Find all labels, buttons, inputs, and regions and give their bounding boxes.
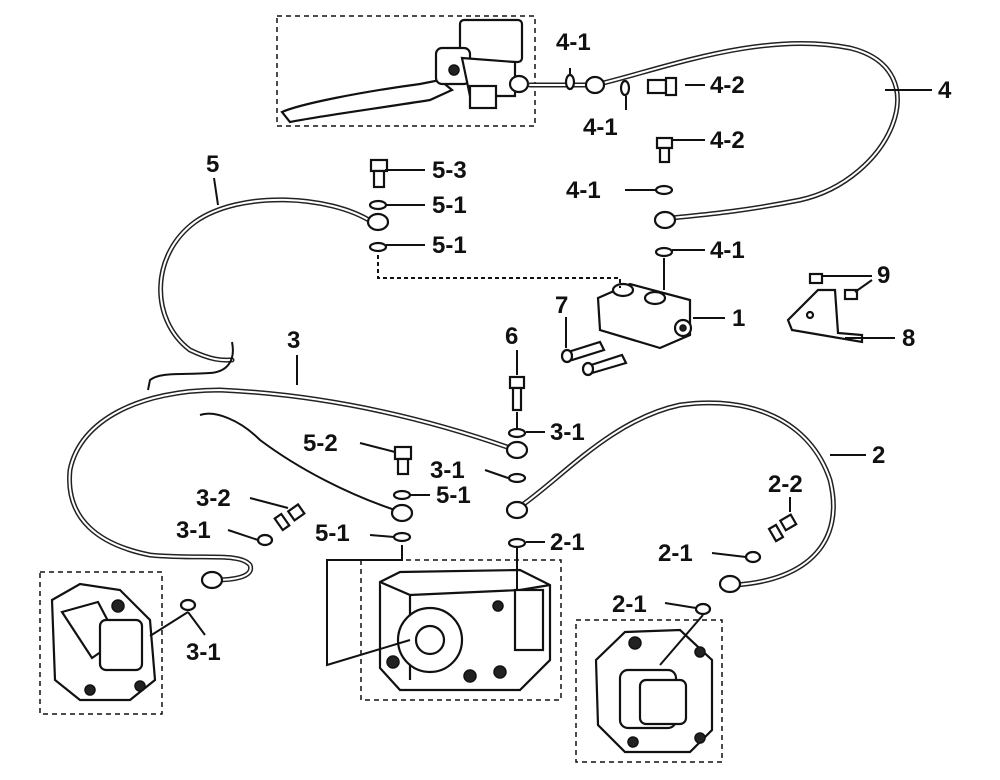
three-way-joint	[560, 282, 693, 377]
rear-brake-caliper	[50, 582, 157, 702]
brake-hose-4	[527, 40, 900, 221]
assembly-line	[149, 611, 189, 637]
label-4-1: 4-1	[566, 177, 601, 204]
label-4-1: 4-1	[710, 237, 745, 264]
label-4-1: 4-1	[583, 114, 618, 141]
washer	[507, 537, 527, 549]
assembly-line	[326, 545, 411, 667]
label-9: 9	[877, 262, 890, 289]
label-4-2: 4-2	[710, 72, 745, 99]
banjo-bolt	[646, 76, 678, 97]
assembly-line	[377, 255, 621, 288]
label-3-1: 3-1	[550, 419, 585, 446]
washer	[392, 531, 412, 543]
label-4-1: 4-1	[556, 29, 591, 56]
washer	[256, 533, 274, 547]
banjo-fitting	[584, 75, 606, 95]
banjo-bolt	[273, 502, 306, 532]
label-2-2: 2-2	[768, 471, 803, 498]
label-8: 8	[902, 325, 915, 352]
banjo-fitting	[390, 503, 414, 523]
label-5-1: 5-1	[315, 520, 350, 547]
brake-hose-5	[147, 197, 375, 391]
label-3: 3	[287, 327, 300, 354]
banjo-fitting	[505, 500, 529, 520]
label-5-2: 5-2	[303, 430, 338, 457]
label-2-1: 2-1	[550, 529, 585, 556]
washer	[564, 73, 576, 91]
banjo-fitting	[653, 210, 677, 230]
washer	[507, 427, 527, 439]
washer	[392, 489, 412, 501]
washer	[694, 602, 712, 616]
master-cylinder-box	[276, 15, 536, 127]
front-brake-caliper	[594, 628, 714, 754]
leader-lines	[187, 68, 932, 636]
washer	[507, 472, 527, 484]
abs-modulator-unit	[378, 568, 552, 692]
label-3-1: 3-1	[176, 517, 211, 544]
banjo-bolt	[655, 136, 674, 164]
label-4: 4	[938, 77, 952, 104]
assembly-line	[659, 614, 704, 666]
label-5-1: 5-1	[432, 232, 467, 259]
washer	[619, 79, 631, 97]
label-3-1: 3-1	[186, 639, 221, 666]
washer	[179, 598, 197, 612]
front-caliper-box	[575, 619, 723, 763]
label-3-1: 3-1	[430, 457, 465, 484]
label-5-3: 5-3	[432, 157, 467, 184]
brake-hose-2	[515, 400, 836, 588]
washer	[368, 241, 388, 253]
banjo-fitting	[505, 440, 529, 460]
master-cylinder-lever	[280, 18, 530, 124]
label-7: 7	[555, 292, 568, 319]
label-1: 1	[732, 305, 745, 332]
brake-hose-3	[67, 387, 513, 583]
label-5-1: 5-1	[436, 482, 471, 509]
banjo-fitting	[718, 574, 742, 594]
label-6: 6	[505, 323, 518, 350]
abs-mount-bolt	[508, 375, 526, 412]
label-2-1: 2-1	[612, 591, 647, 618]
label-5-1: 5-1	[432, 192, 467, 219]
label-2: 2	[872, 442, 885, 469]
label-3-2: 3-2	[196, 485, 231, 512]
banjo-bolt	[369, 158, 389, 189]
banjo-fitting	[366, 212, 390, 232]
abs-unit-box	[360, 559, 562, 701]
label-5: 5	[206, 151, 219, 178]
mounting-bracket	[786, 272, 864, 344]
label-4-2: 4-2	[710, 127, 745, 154]
banjo-bolt	[767, 513, 798, 543]
banjo-fitting	[200, 570, 224, 590]
banjo-bolt	[393, 445, 413, 476]
rear-caliper-box	[39, 571, 163, 715]
washer	[654, 184, 674, 196]
washer	[368, 199, 388, 211]
label-2-1: 2-1	[658, 540, 693, 567]
washer	[654, 246, 674, 258]
washer	[744, 550, 762, 564]
